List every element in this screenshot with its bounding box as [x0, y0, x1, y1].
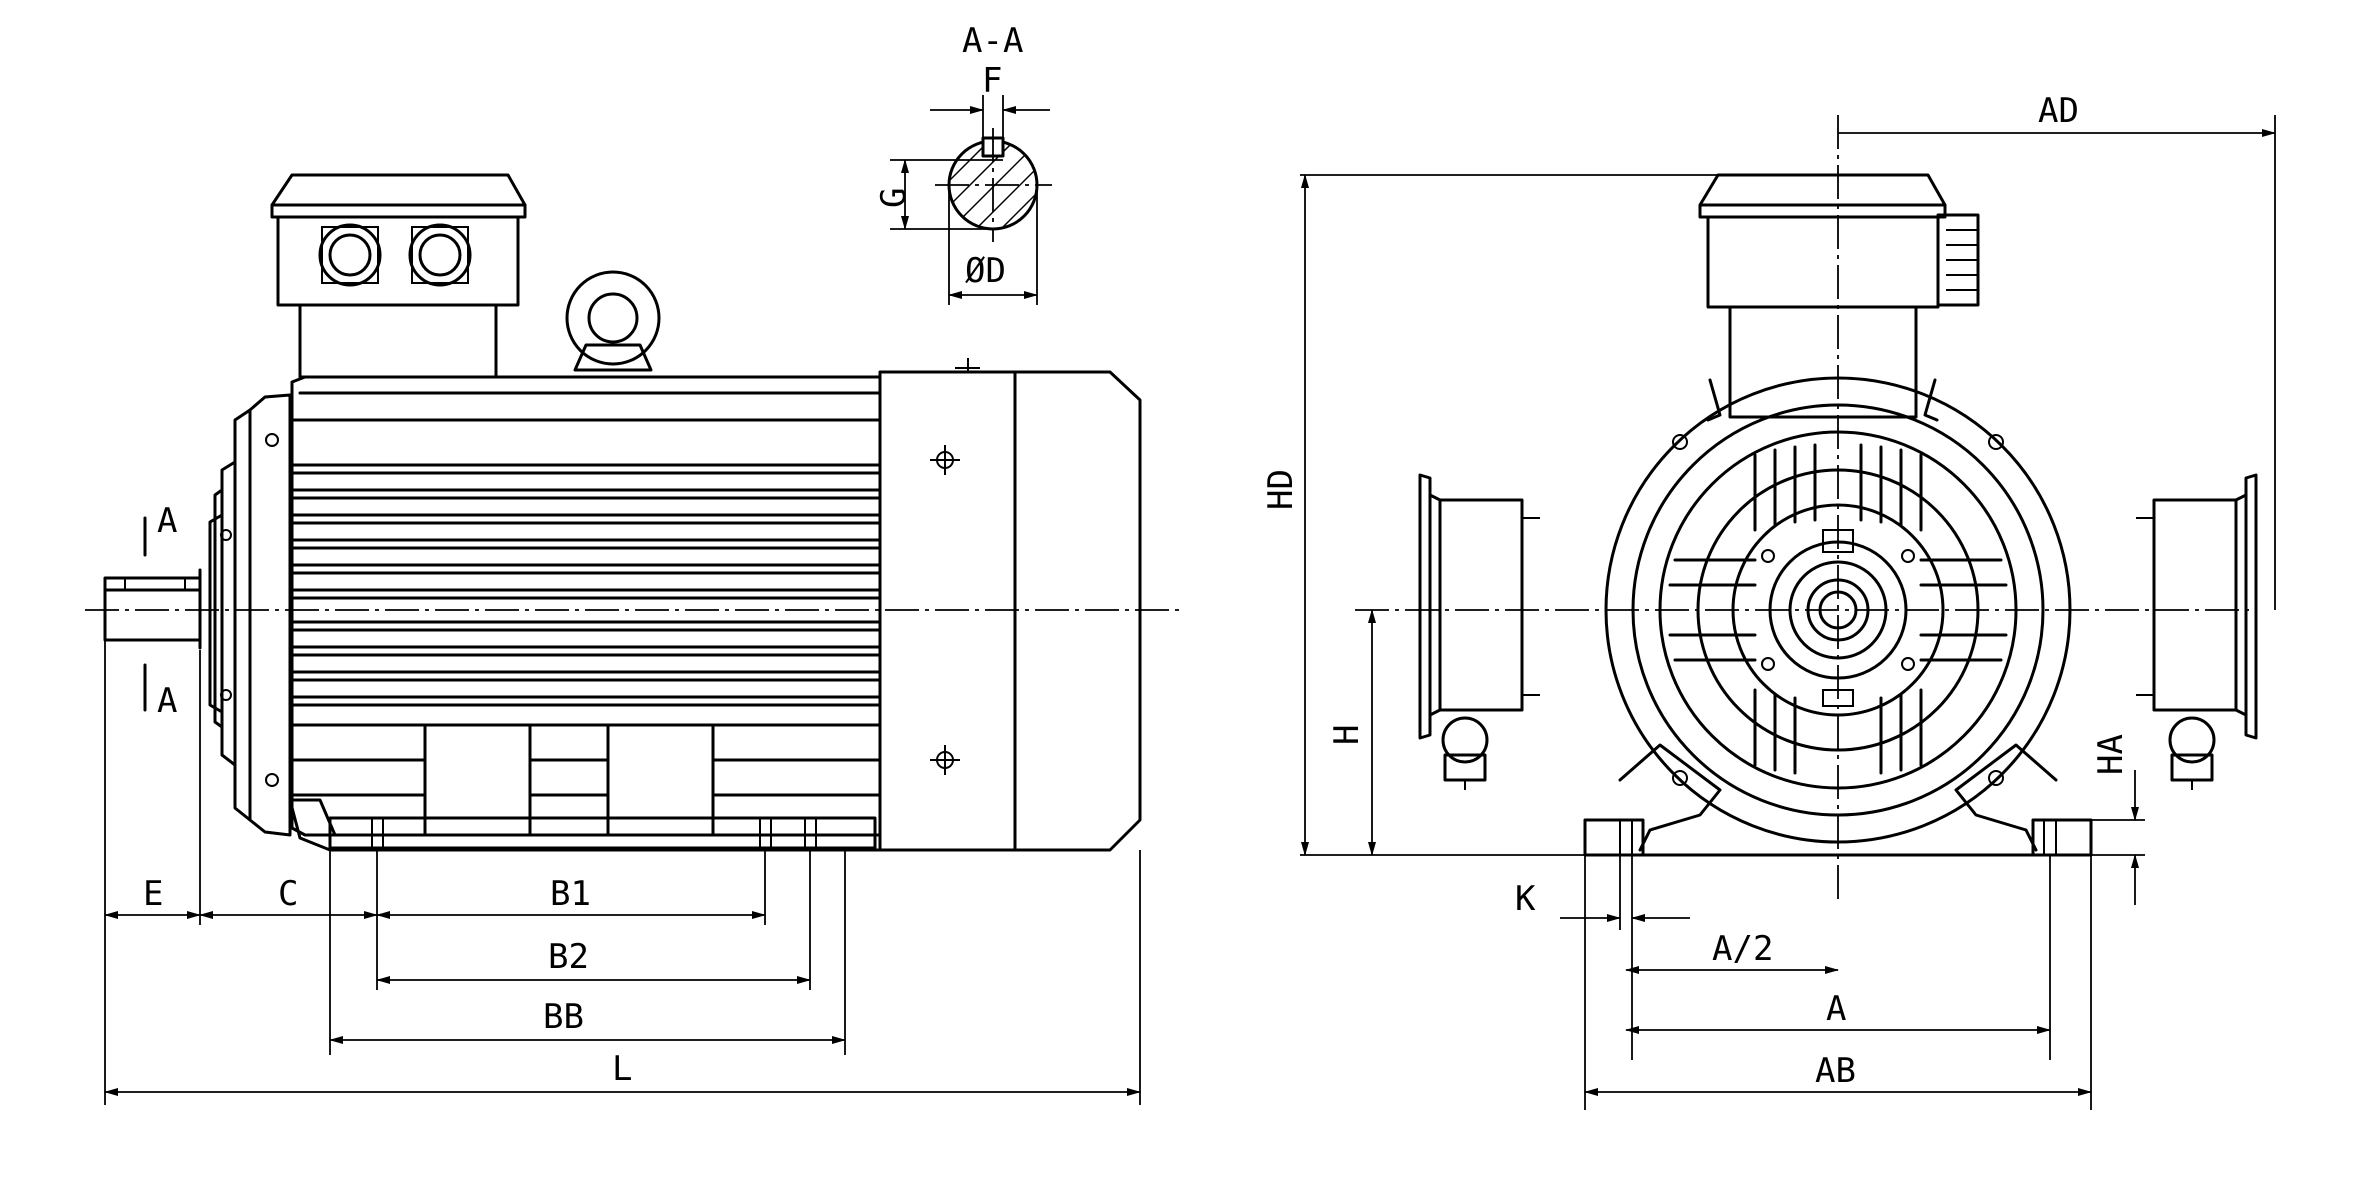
dim-label-B1: B1: [550, 874, 591, 914]
shaft-diameter-label: ØD: [965, 251, 1006, 291]
section-title: A-A: [962, 21, 1023, 61]
key-width-label: F: [982, 61, 1002, 101]
lifting-eye: [565, 270, 661, 372]
key-depth-label: G: [874, 188, 914, 208]
dim-label-H: H: [1327, 725, 1367, 745]
dim-label-A-half: A/2: [1712, 929, 1773, 969]
dim-label-B2: B2: [548, 937, 589, 977]
dim-label-HA: HA: [2091, 734, 2131, 775]
section-mark-bottom: A: [157, 681, 177, 721]
dim-label-E: E: [143, 874, 163, 914]
fan-cover: [878, 358, 1142, 852]
dim-label-AD: AD: [2038, 91, 2079, 131]
section-mark-top: A: [157, 501, 177, 541]
dim-label-AB: AB: [1815, 1051, 1856, 1091]
dim-label-A: A: [1826, 989, 1846, 1029]
dim-label-L: L: [612, 1049, 632, 1089]
front-view: AD HD H HA K A/2 A AB: [1261, 91, 2276, 1110]
section-a-a: A-A F G ØD: [874, 21, 1052, 305]
dim-label-C: C: [278, 874, 298, 914]
section-marker: A A: [143, 501, 177, 721]
dim-label-BB: BB: [543, 997, 584, 1037]
front-terminal-box: [1698, 173, 1980, 419]
side-view: A A E C B1 B2 BB L: [85, 173, 1180, 1105]
side-terminal-boxes: [1418, 473, 2258, 790]
cooling-fins: [288, 463, 882, 707]
dim-label-K: K: [1515, 879, 1536, 919]
shaft: [103, 568, 202, 650]
terminal-box: [270, 173, 527, 379]
dim-label-HD: HD: [1261, 469, 1301, 510]
